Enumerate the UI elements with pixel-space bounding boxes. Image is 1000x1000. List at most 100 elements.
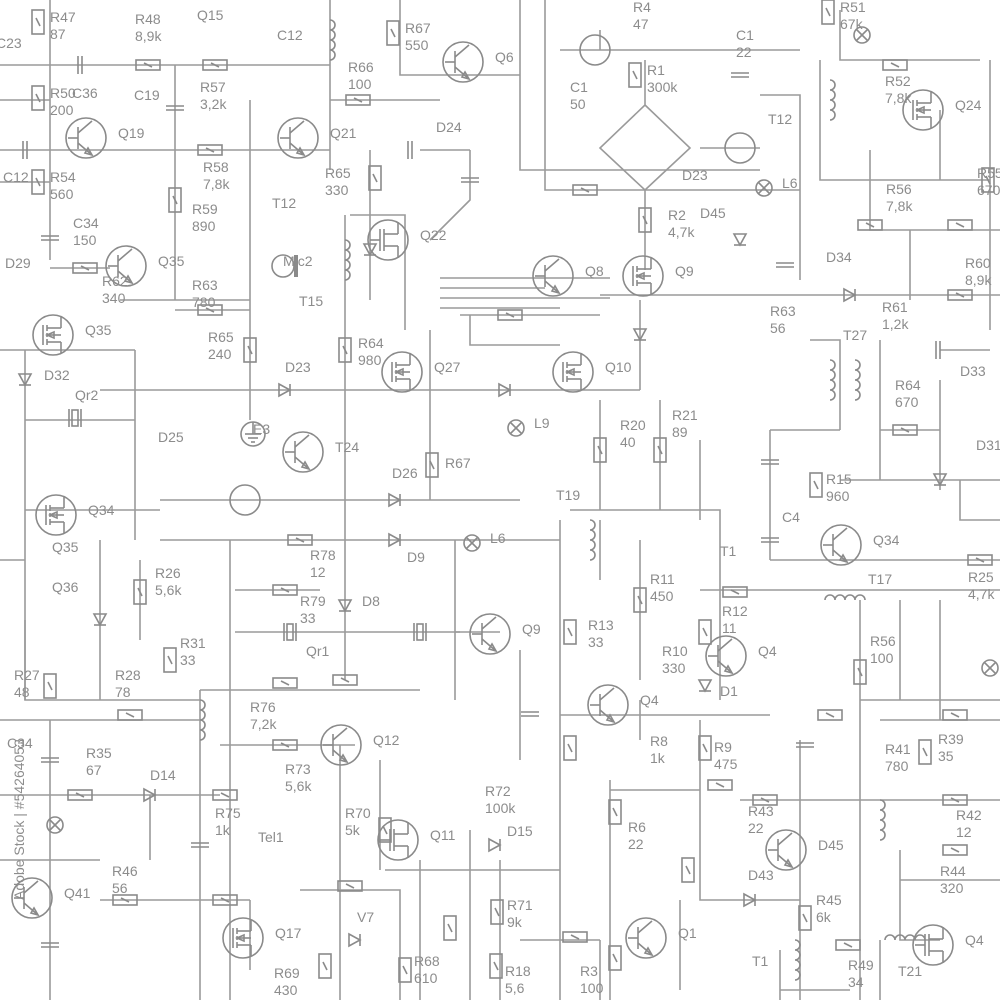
q8-symbol xyxy=(532,255,574,297)
r67-value: 550 xyxy=(405,37,429,53)
r79-value: 33 xyxy=(300,610,316,626)
r10-value: 330 xyxy=(662,660,686,676)
l6b-symbol xyxy=(463,534,481,552)
r72-label: R72 xyxy=(485,783,511,799)
q27-symbol xyxy=(381,351,423,393)
r67-label: R67 xyxy=(405,20,431,36)
c12-label: C12 xyxy=(277,27,303,43)
c34-value: 150 xyxy=(73,232,97,248)
q34-label: Q34 xyxy=(88,502,115,518)
r11-value: 450 xyxy=(650,588,674,604)
r72-value: 100k xyxy=(485,800,516,816)
r9-label: R9 xyxy=(714,739,732,755)
q4-label: Q4 xyxy=(758,643,777,659)
r3-label: R3 xyxy=(580,963,598,979)
q35b-symbol xyxy=(32,314,74,356)
r8-value: 1k xyxy=(650,750,666,766)
r48-label: R48 xyxy=(135,11,161,27)
r75-value: 1k xyxy=(215,822,231,838)
q10-label: Q10 xyxy=(605,359,632,375)
q24-label: Q24 xyxy=(955,97,982,113)
mic2-label: Mic2 xyxy=(283,253,313,269)
r1-value: 300k xyxy=(647,79,678,95)
r63b-label: R63 xyxy=(770,303,796,319)
c1b-value: 50 xyxy=(570,96,586,112)
t15-label: T15 xyxy=(299,293,323,309)
r69-value: 430 xyxy=(274,982,298,998)
d31-label: D31 xyxy=(976,437,1000,453)
r50-value: 200 xyxy=(50,102,74,118)
r68-value: 610 xyxy=(414,970,438,986)
r13-label: R13 xyxy=(588,617,614,633)
r21-value: 89 xyxy=(672,424,688,440)
t27-label: T27 xyxy=(843,327,867,343)
r71-label: R71 xyxy=(507,897,533,913)
e3-label: E3 xyxy=(253,421,270,437)
t24-label: T24 xyxy=(335,439,359,455)
q21-label: Q21 xyxy=(330,125,357,141)
r28-label: R28 xyxy=(115,667,141,683)
r59-label: R59 xyxy=(192,201,218,217)
r56b-label: R56 xyxy=(870,633,896,649)
r57-value: 3,2k xyxy=(200,96,227,112)
r73-value: 5,6k xyxy=(285,778,312,794)
r9-value: 475 xyxy=(714,756,738,772)
q27-label: Q27 xyxy=(434,359,461,375)
r63b-value: 56 xyxy=(770,320,786,336)
q17-label: Q17 xyxy=(275,925,302,941)
c4-label: C4 xyxy=(782,509,800,525)
tel1-label: Tel1 xyxy=(258,829,284,845)
r20-value: 40 xyxy=(620,434,636,450)
r67b-label: R67 xyxy=(445,455,471,471)
d14-label: D14 xyxy=(150,767,176,783)
q15-label: Q15 xyxy=(197,7,224,23)
q6-symbol xyxy=(442,41,484,83)
r64-label: R64 xyxy=(358,335,384,351)
r50-label: R50 xyxy=(50,85,76,101)
qr2-symbol xyxy=(68,408,82,428)
r42-value: 12 xyxy=(956,824,972,840)
r67-symbol xyxy=(386,20,400,46)
r56b-value: 100 xyxy=(870,650,894,666)
r12-label: R12 xyxy=(722,603,748,619)
l6b-label: L6 xyxy=(490,530,506,546)
t1-label: T1 xyxy=(720,543,737,559)
q11-label: Q11 xyxy=(430,827,456,843)
c1-value: 22 xyxy=(736,44,752,60)
t12-label: T12 xyxy=(768,111,792,127)
r78-value: 12 xyxy=(310,564,326,580)
q41-label: Q41 xyxy=(64,885,91,901)
qr2-label: Qr2 xyxy=(75,387,99,403)
q34b-symbol xyxy=(820,524,862,566)
r76-label: R76 xyxy=(250,699,276,715)
r28-value: 78 xyxy=(115,684,131,700)
r58-value: 7,8k xyxy=(203,176,230,192)
q4c-symbol xyxy=(912,924,954,966)
r65b-value: 240 xyxy=(208,346,232,362)
r27-value: 48 xyxy=(14,684,30,700)
r11-label: R11 xyxy=(650,571,675,587)
stock-watermark: Adobe Stock | #54264053 xyxy=(11,739,27,900)
r51-value: 67k xyxy=(840,16,864,32)
d45-label: D45 xyxy=(700,205,726,221)
q10-symbol xyxy=(552,351,594,393)
r61-label: R61 xyxy=(882,299,908,315)
r26-value: 5,6k xyxy=(155,582,182,598)
t12b-label: T12 xyxy=(272,195,296,211)
r54-label: R54 xyxy=(50,169,76,185)
t17-label: T17 xyxy=(868,571,892,587)
r49-label: R49 xyxy=(848,957,874,973)
q35c-label: Q35 xyxy=(52,539,79,555)
r70-value: 5k xyxy=(345,822,361,838)
r47-label: R47 xyxy=(50,9,76,25)
t21-label: T21 xyxy=(898,963,922,979)
r56-label: R56 xyxy=(886,181,912,197)
r44-label: R44 xyxy=(940,863,966,879)
c23-label: C23 xyxy=(0,35,22,51)
r47-value: 87 xyxy=(50,26,66,42)
r15-label: R15 xyxy=(826,471,852,487)
r45-label: R45 xyxy=(816,892,842,908)
r52-label: R52 xyxy=(885,73,911,89)
r18-label: R18 xyxy=(505,963,531,979)
